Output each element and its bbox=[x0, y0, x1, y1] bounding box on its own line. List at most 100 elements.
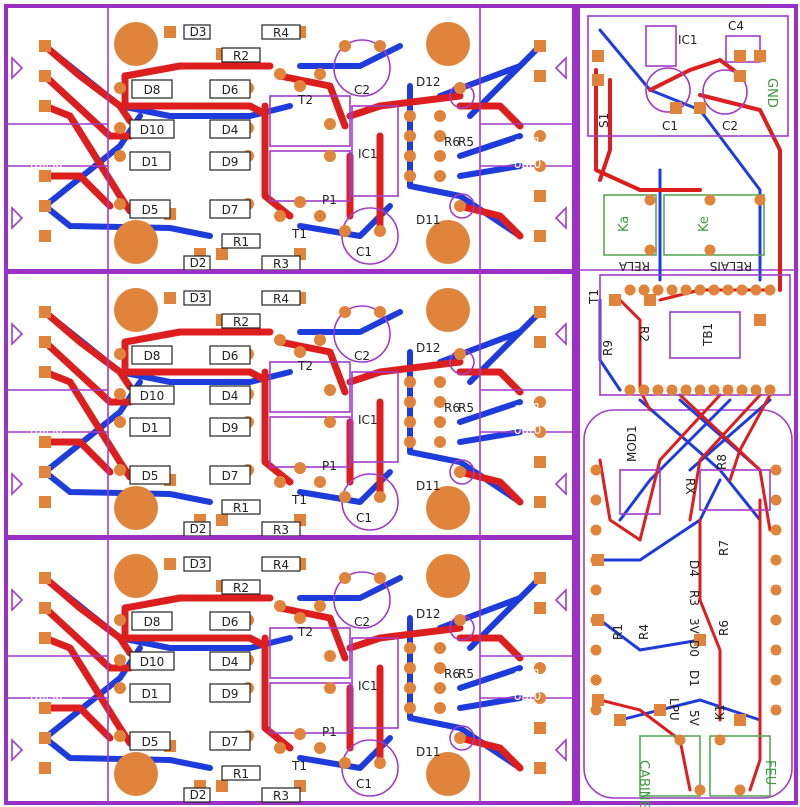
component-d1 bbox=[129, 417, 171, 437]
tb1-outline bbox=[669, 311, 741, 359]
component-d8 bbox=[131, 345, 173, 365]
connector-arrow bbox=[11, 738, 24, 762]
mounting-hole bbox=[426, 554, 470, 598]
label-relais: RELAIS bbox=[710, 259, 752, 273]
label-d10: D10 bbox=[140, 655, 165, 669]
component-d7 bbox=[209, 731, 251, 751]
mod-box-a bbox=[619, 469, 661, 515]
label-r8: R8 bbox=[715, 454, 729, 470]
label-c1-reg: C1 bbox=[662, 119, 678, 133]
mounting-hole bbox=[114, 752, 158, 796]
component-d4 bbox=[209, 385, 251, 405]
pads bbox=[39, 292, 546, 526]
label-r4-panel: R4 bbox=[637, 624, 651, 640]
connector-arrow bbox=[554, 738, 567, 762]
label-rails1: rails1 bbox=[30, 667, 63, 681]
label-d6: D6 bbox=[222, 615, 239, 629]
component-d6 bbox=[209, 79, 251, 99]
label-out0: out0 bbox=[514, 689, 541, 703]
label-r3-panel: R3 bbox=[687, 590, 701, 606]
label-r9: R9 bbox=[601, 340, 615, 356]
label-r1: R1 bbox=[233, 501, 249, 515]
label-d12: D12 bbox=[416, 607, 441, 621]
connector-arrow bbox=[11, 588, 24, 612]
label-lpu: LPU bbox=[667, 698, 681, 721]
label-c1: C1 bbox=[356, 511, 372, 525]
relay-ka-outline bbox=[603, 194, 657, 256]
component-r4 bbox=[261, 556, 301, 572]
label-d11: D11 bbox=[416, 213, 441, 227]
label-rails0: rails0 bbox=[30, 423, 63, 437]
component-r2 bbox=[221, 579, 261, 595]
mounting-hole bbox=[114, 486, 158, 530]
component-d5 bbox=[129, 199, 171, 219]
label-ic1: IC1 bbox=[358, 679, 378, 693]
label-d12: D12 bbox=[416, 75, 441, 89]
label-d12: D12 bbox=[416, 341, 441, 355]
label-rails0: rails0 bbox=[30, 689, 63, 703]
right-labels: IC1 C4 GND C1 C2 S1 Ka Ke RELA RELAIS T1… bbox=[587, 19, 779, 807]
label-d3: D3 bbox=[190, 557, 207, 571]
label-d1: D1 bbox=[142, 155, 159, 169]
component-r2 bbox=[221, 47, 261, 63]
connector-arrow bbox=[554, 322, 567, 346]
component-d3 bbox=[183, 290, 211, 306]
component-d9 bbox=[209, 683, 251, 703]
label-d2: D2 bbox=[190, 788, 207, 802]
label-t1: T1 bbox=[291, 227, 307, 241]
component-d6 bbox=[209, 611, 251, 631]
label-c1: C1 bbox=[356, 777, 372, 791]
component-d1 bbox=[129, 151, 171, 171]
component-d2 bbox=[183, 787, 211, 803]
connector-arrow bbox=[11, 206, 24, 230]
label-d7: D7 bbox=[222, 469, 239, 483]
label-r4: R4 bbox=[273, 292, 289, 306]
label-r5: R5 bbox=[458, 667, 474, 681]
connector-arrow bbox=[11, 322, 24, 346]
label-rx: RX bbox=[683, 478, 697, 495]
component-d3 bbox=[183, 24, 211, 40]
label-p1: P1 bbox=[322, 725, 337, 739]
label-d11: D11 bbox=[416, 745, 441, 759]
label-c4: C4 bbox=[728, 19, 744, 33]
connector-arrow bbox=[11, 56, 24, 80]
component-r1 bbox=[221, 765, 261, 781]
component-d4 bbox=[209, 119, 251, 139]
label-rails1: rails1 bbox=[30, 401, 63, 415]
connector-arrow bbox=[11, 472, 24, 496]
mounting-hole bbox=[114, 554, 158, 598]
label-out1: out1 bbox=[514, 135, 541, 149]
label-d10: D10 bbox=[140, 389, 165, 403]
mounting-hole bbox=[114, 288, 158, 332]
label-d4: D4 bbox=[222, 655, 239, 669]
label-d9: D9 bbox=[222, 687, 239, 701]
component-d7 bbox=[209, 465, 251, 485]
label-c2: C2 bbox=[354, 615, 370, 629]
label-ic1: IC1 bbox=[358, 147, 378, 161]
label-t1: T1 bbox=[291, 493, 307, 507]
label-k1: K1 bbox=[713, 704, 727, 720]
component-d9 bbox=[209, 417, 251, 437]
component-r4 bbox=[261, 24, 301, 40]
label-r3: R3 bbox=[273, 257, 289, 271]
component-d6 bbox=[209, 345, 251, 365]
label-r1: R1 bbox=[233, 767, 249, 781]
label-d9: D9 bbox=[222, 155, 239, 169]
component-d3 bbox=[183, 556, 211, 572]
label-ic1-reg: IC1 bbox=[678, 33, 698, 47]
mounting-hole bbox=[426, 486, 470, 530]
component-d8 bbox=[131, 79, 173, 99]
label-c1: C1 bbox=[356, 245, 372, 259]
label-r3: R3 bbox=[273, 523, 289, 537]
label-d1: D1 bbox=[142, 687, 159, 701]
right-panel-edge bbox=[576, 4, 798, 805]
label-t2: T2 bbox=[297, 359, 313, 373]
c1-outline bbox=[645, 67, 691, 113]
label-d9: D9 bbox=[222, 421, 239, 435]
component-d5 bbox=[129, 465, 171, 485]
component-d10 bbox=[129, 651, 175, 671]
label-rails0: rails0 bbox=[30, 157, 63, 171]
component-d5 bbox=[129, 731, 171, 751]
label-d11: D11 bbox=[416, 479, 441, 493]
mounting-hole bbox=[426, 22, 470, 66]
